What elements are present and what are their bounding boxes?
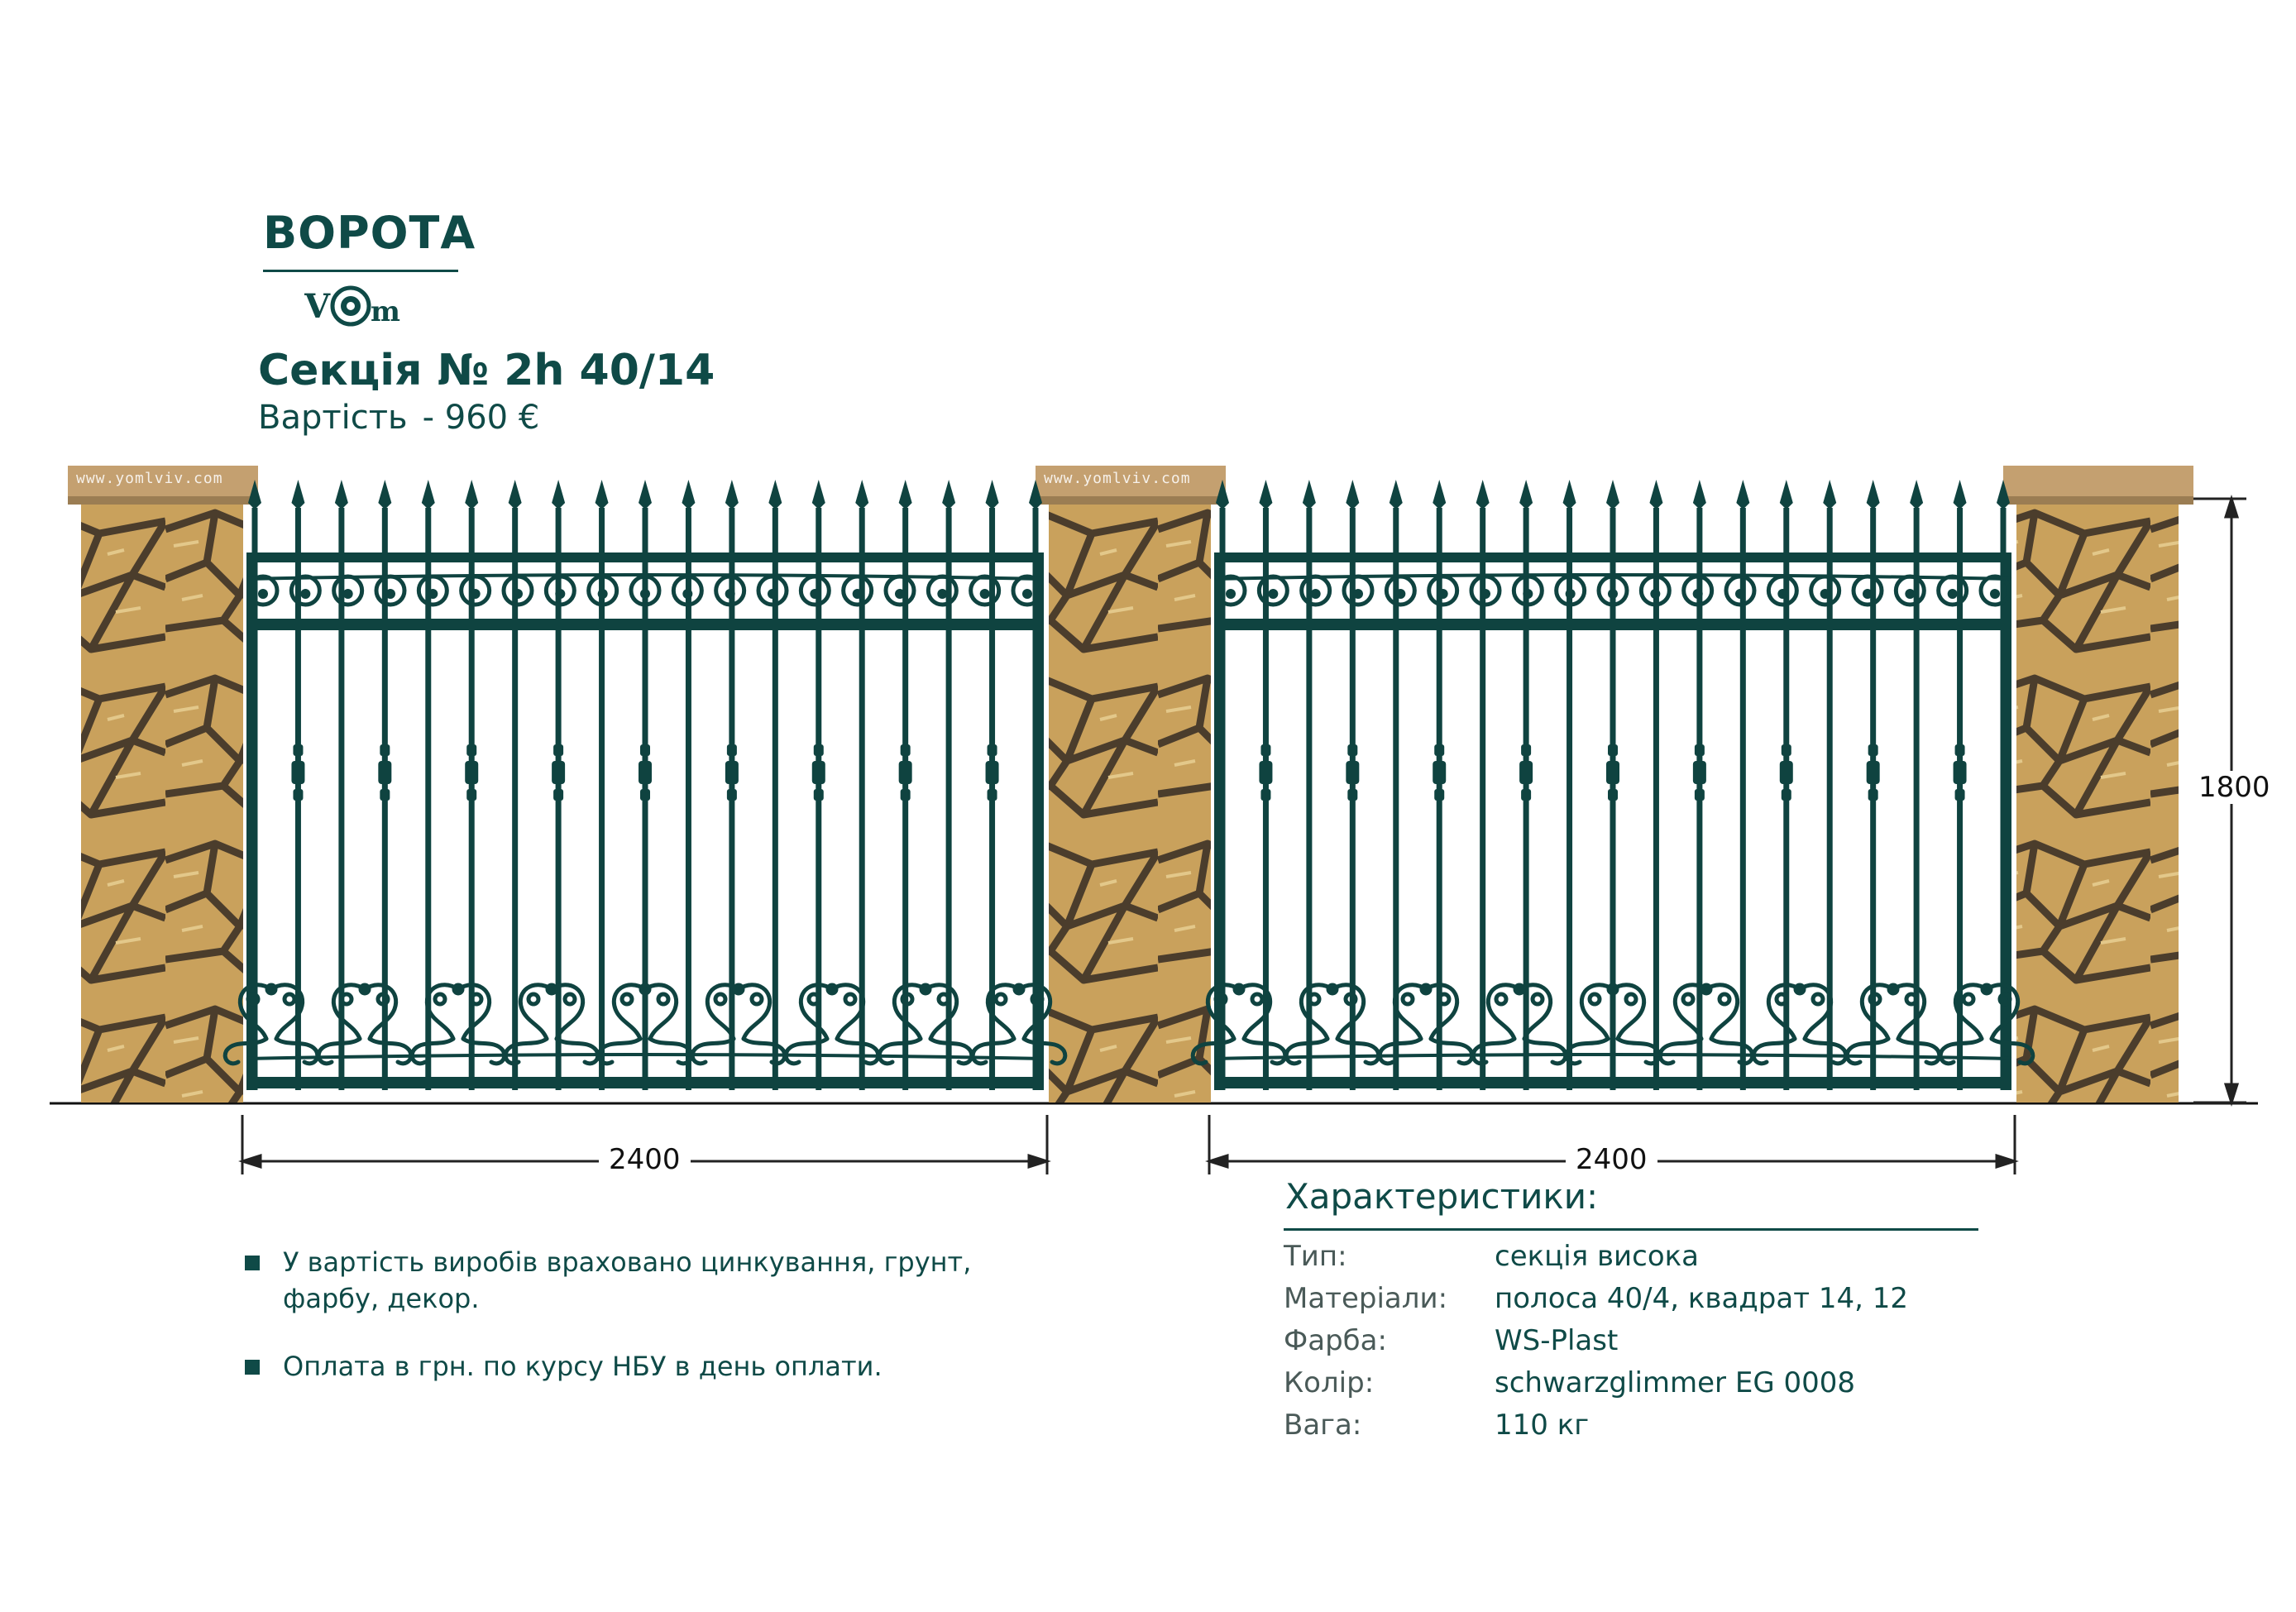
- svg-text:www.yomlviv.com: www.yomlviv.com: [76, 470, 223, 487]
- spec-label: Матеріали:: [1284, 1282, 1448, 1315]
- stone-pillar-middle: www.yomlviv.com: [1036, 466, 1226, 1103]
- spec-row: Фарба: WS-Plast: [1284, 1320, 1978, 1362]
- price-label: Вартість: [258, 399, 408, 437]
- picket: [1649, 480, 1663, 1090]
- dimension-lines: [238, 495, 2246, 1174]
- spec-row: Вага: 110 кг: [1284, 1404, 1978, 1447]
- ornament-scroll: [1847, 985, 1940, 1064]
- dimension-width-left: 2400: [599, 1143, 691, 1176]
- ornament-scroll: [1286, 985, 1379, 1064]
- frame-post: [1214, 552, 1221, 1090]
- fence-panel-left: [225, 480, 1065, 1090]
- spec-row: Тип: секція висока: [1284, 1236, 1978, 1278]
- top-rail: [1214, 552, 2011, 562]
- scroll-ring: [1011, 574, 1044, 607]
- frame-post: [2005, 552, 2011, 1090]
- spec-value: полоса 40/4, квадрат 14, 12: [1495, 1282, 1908, 1315]
- svg-text:V: V: [304, 287, 331, 326]
- bullet-square-icon: [245, 1256, 260, 1270]
- picket: [639, 480, 652, 1090]
- ornament-scroll: [1660, 985, 1753, 1064]
- scroll-ring: [1978, 574, 2011, 607]
- spec-value: WS-Plast: [1495, 1324, 1619, 1357]
- company-logo: V m: [304, 283, 420, 329]
- section-title: Секція № 2h 40/14: [258, 346, 715, 395]
- note-item: Оплата в грн. по курсу НБУ в день оплати…: [245, 1348, 1110, 1385]
- svg-text:www.yomlviv.com: www.yomlviv.com: [1044, 470, 1191, 487]
- price-line: Вартість - 960 €: [258, 399, 539, 437]
- dimension-height: 1800: [2188, 771, 2280, 804]
- picket: [595, 480, 609, 1090]
- note-text: Оплата в грн. по курсу НБУ в день оплати…: [283, 1351, 883, 1382]
- note-item: У вартість виробів враховано цинкування,…: [245, 1244, 1110, 1317]
- spec-row: Колір: schwarzglimmer EG 0008: [1284, 1362, 1978, 1404]
- specs-title: Характеристики:: [1285, 1176, 1599, 1217]
- ornament-scroll: [505, 985, 598, 1064]
- picket: [1562, 480, 1576, 1090]
- scroll-ring: [1214, 574, 1247, 607]
- frame-post: [1037, 552, 1044, 1090]
- notes-list: У вартість виробів враховано цинкування,…: [245, 1244, 1110, 1416]
- dimension-width-right: 2400: [1566, 1143, 1657, 1176]
- picket: [682, 480, 696, 1090]
- upper-rail: [246, 619, 1044, 630]
- spec-label: Тип:: [1284, 1240, 1347, 1273]
- bottom-rail: [246, 1077, 1044, 1088]
- svg-text:m: m: [371, 295, 400, 328]
- note-text: У вартість виробів враховано цинкування,…: [283, 1246, 972, 1314]
- price-value: - 960 €: [422, 399, 540, 437]
- spec-label: Фарба:: [1284, 1324, 1387, 1357]
- picket: [1606, 480, 1619, 1090]
- bottom-rail: [1214, 1077, 2011, 1088]
- spec-label: Колір:: [1284, 1366, 1375, 1399]
- ornament-scroll: [692, 985, 785, 1064]
- bullet-square-icon: [245, 1360, 260, 1375]
- spec-value: 110 кг: [1495, 1409, 1590, 1442]
- brand-title: ВОРОТА: [263, 207, 476, 259]
- fence-panel-right: [1193, 480, 2033, 1090]
- ornament-scroll: [318, 985, 411, 1064]
- scroll-ring: [246, 574, 280, 607]
- specs-divider: [1284, 1228, 1978, 1231]
- brand-divider: [263, 270, 458, 272]
- spec-label: Вага:: [1284, 1409, 1362, 1442]
- spec-value: schwarzglimmer EG 0008: [1495, 1366, 1856, 1399]
- spec-value: секція висока: [1495, 1240, 1699, 1273]
- ornament-scroll: [879, 985, 972, 1064]
- top-rail: [246, 552, 1044, 562]
- stone-pillar-right: [2003, 466, 2193, 1103]
- frame-post: [246, 552, 253, 1090]
- specs-panel: Характеристики: Тип: секція висока Матер…: [1284, 1176, 1978, 1447]
- spec-row: Матеріали: полоса 40/4, квадрат 14, 12: [1284, 1278, 1978, 1320]
- stone-pillar-left: www.yomlviv.com: [68, 466, 258, 1103]
- upper-rail: [1214, 619, 2011, 630]
- ornament-scroll: [1473, 985, 1566, 1064]
